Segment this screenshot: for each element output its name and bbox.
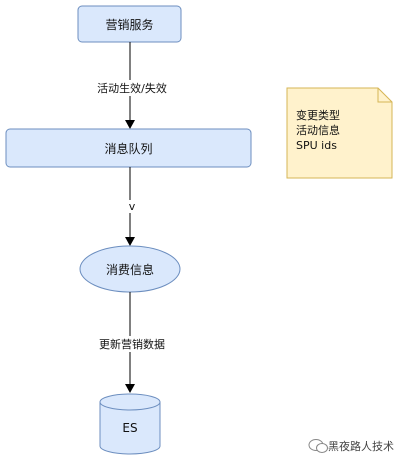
- es-cylinder[interactable]: [99, 393, 161, 455]
- marketing-service-label: 营销服务: [105, 17, 154, 32]
- arrowhead-consume-to-es: [125, 384, 135, 393]
- message-queue-label: 消息队列: [104, 141, 153, 156]
- arrowhead-service-to-queue: [125, 120, 135, 129]
- arrowhead-queue-to-consume: [125, 237, 135, 246]
- consume-message-label: 消费信息: [105, 262, 154, 277]
- edge-label-activity-effect: 活动生效/失效: [80, 80, 184, 96]
- es-label: ES: [122, 421, 138, 435]
- info-note: [286, 87, 393, 179]
- edge-label-queue-out: v: [124, 200, 140, 213]
- note-line-activity-info: 活动信息: [296, 124, 340, 137]
- wechat-icon: [308, 439, 328, 453]
- note-text: 变更类型 活动信息 SPU ids: [296, 108, 340, 153]
- message-queue-box[interactable]: [5, 128, 252, 168]
- note-line-change-type: 变更类型: [296, 109, 340, 122]
- edge-label-update-data: 更新营销数据: [80, 336, 184, 352]
- note-line-spu-ids: SPU ids: [296, 139, 337, 152]
- watermark-text: 黑夜路人技术: [328, 440, 394, 453]
